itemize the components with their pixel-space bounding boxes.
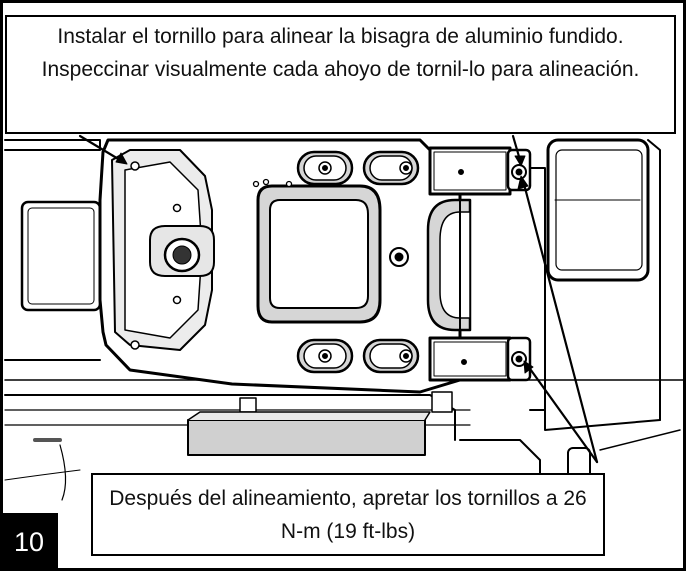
callout-arrow-icon xyxy=(78,134,599,464)
slotted-screw-holes xyxy=(296,150,420,374)
instruction-callout-bottom: Después del alineamiento, apretar los to… xyxy=(91,473,605,556)
instruction-text-top: Instalar el tornillo para alinear la bis… xyxy=(41,25,640,81)
instruction-text-bottom: Después del alineamiento, apretar los to… xyxy=(109,487,587,543)
left-panel-recess xyxy=(20,200,102,312)
lower-housing xyxy=(4,391,681,501)
step-number-badge: 10 xyxy=(0,513,58,571)
cast-aluminum-hinge xyxy=(98,138,472,394)
right-door-panel xyxy=(544,138,661,431)
instruction-callout-top: Instalar el tornillo para alinear la bis… xyxy=(5,15,676,134)
